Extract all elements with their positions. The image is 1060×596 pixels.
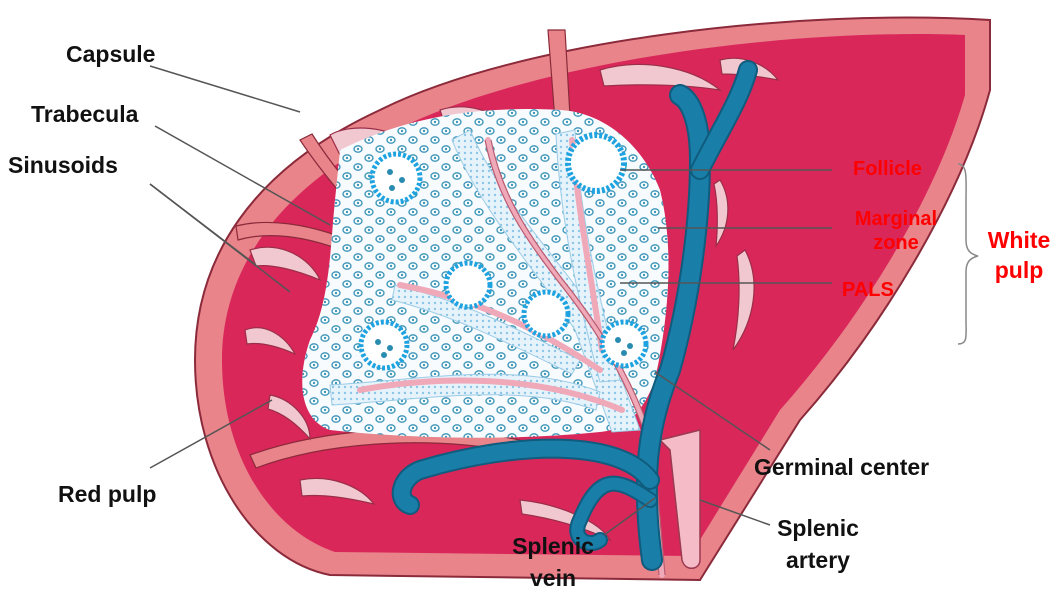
label-follicle: Follicle <box>853 157 922 181</box>
label-pals: PALS <box>842 278 894 302</box>
label-trabecula: Trabecula <box>31 101 138 128</box>
label-capsule: Capsule <box>66 41 155 68</box>
label-splenic-vein-line2: vein <box>494 562 612 594</box>
follicle <box>568 135 624 191</box>
white-pulp-brace <box>958 164 978 344</box>
label-white-pulp-line1: White <box>978 225 1060 255</box>
follicle <box>602 322 646 366</box>
label-splenic-artery: Splenic artery <box>762 512 874 576</box>
label-germinal-center: Germinal center <box>754 454 929 481</box>
label-sinusoids: Sinusoids <box>8 152 118 179</box>
follicle <box>361 322 407 368</box>
label-splenic-vein: Splenic vein <box>494 530 612 594</box>
label-splenic-vein-line1: Splenic <box>494 530 612 562</box>
follicle <box>446 263 490 307</box>
label-white-pulp: White pulp <box>978 225 1060 285</box>
follicle <box>524 292 568 336</box>
label-splenic-artery-line2: artery <box>762 544 874 576</box>
label-splenic-artery-line1: Splenic <box>762 512 874 544</box>
label-red-pulp: Red pulp <box>58 481 156 508</box>
follicle <box>372 154 420 202</box>
label-marginal-zone-line1: Marginal <box>840 207 952 231</box>
label-marginal-zone-line2: zone <box>840 231 952 255</box>
label-white-pulp-line2: pulp <box>978 255 1060 285</box>
label-marginal-zone: Marginal zone <box>840 207 952 255</box>
